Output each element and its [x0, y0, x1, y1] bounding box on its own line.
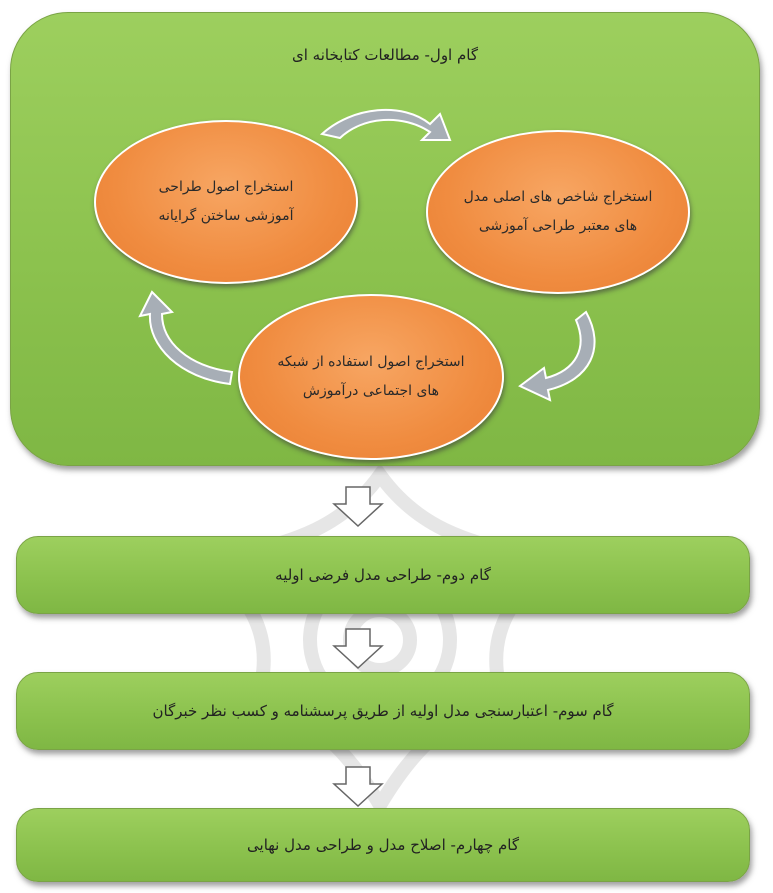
step4-label: گام چهارم- اصلاح مدل و طراحی مدل نهایی [247, 836, 519, 854]
step3-label: گام سوم- اعتبارسنجی مدل اولیه از طریق پر… [152, 702, 614, 720]
circle-right: استخراج شاخص های اصلی مدل های معتبر طراح… [426, 130, 690, 294]
down-arrow-icon [332, 766, 384, 808]
curved-arrow-icon [318, 104, 458, 144]
circle-right-text: استخراج شاخص های اصلی مدل های معتبر طراح… [463, 189, 653, 234]
circle-bottom-text: استخراج اصول استفاده از شبکه های اجتماعی… [277, 354, 465, 399]
circle-left: استخراج اصول طراحی آموزشی ساختن گرایانه [94, 120, 358, 284]
down-arrow-icon [332, 486, 384, 528]
step3-box: گام سوم- اعتبارسنجی مدل اولیه از طریق پر… [16, 672, 750, 750]
step1-title: گام اول- مطالعات کتابخانه ای [292, 46, 478, 64]
circle-left-text: استخراج اصول طراحی آموزشی ساختن گرایانه [158, 179, 294, 224]
step4-box: گام چهارم- اصلاح مدل و طراحی مدل نهایی [16, 808, 750, 882]
curved-arrow-icon [514, 308, 608, 402]
step2-box: گام دوم- طراحی مدل فرضی اولیه [16, 536, 750, 614]
down-arrow-icon [332, 628, 384, 670]
step2-label: گام دوم- طراحی مدل فرضی اولیه [275, 566, 491, 584]
circle-bottom: استخراج اصول استفاده از شبکه های اجتماعی… [238, 294, 504, 460]
curved-arrow-icon [134, 290, 238, 390]
